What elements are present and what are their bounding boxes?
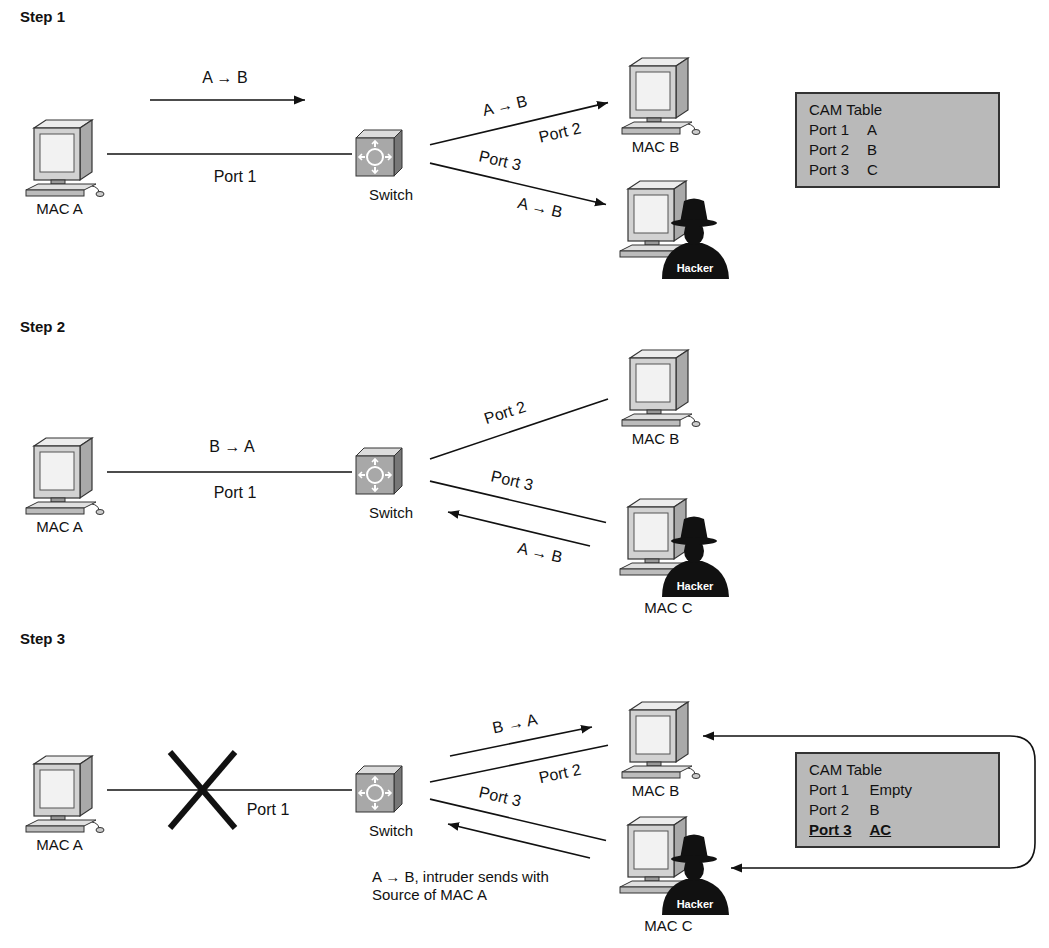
- switch-label: Switch: [369, 822, 413, 840]
- frame-label: B → A: [489, 710, 541, 738]
- table-port: Port 1: [809, 780, 852, 800]
- table-port: Port 1: [809, 120, 849, 140]
- step-heading: Step 1: [18, 8, 67, 26]
- mac-label: MAC B: [632, 782, 680, 800]
- hacker-computer: HackerMAC C: [606, 493, 731, 619]
- step-heading: Step 2: [18, 318, 67, 336]
- switch-icon: [352, 444, 404, 496]
- port-link: [703, 736, 1035, 868]
- hacker-computer: Hacker: [606, 175, 731, 283]
- port-label: Port 1: [212, 168, 259, 186]
- computer: MAC A: [12, 750, 107, 858]
- switch-icon: [352, 762, 404, 814]
- computer: MAC B: [608, 344, 703, 452]
- switch: Switch: [352, 126, 430, 208]
- port-link: [107, 153, 352, 155]
- computer-icon: [608, 52, 703, 136]
- computer-icon: [12, 432, 107, 516]
- computer: MAC A: [12, 114, 107, 222]
- table-port: Port 2: [809, 140, 849, 160]
- hacker-computer: HackerMAC C: [606, 811, 731, 937]
- table-port: Port 3: [809, 820, 852, 840]
- table-mac: B: [867, 140, 986, 160]
- computer-icon: [12, 750, 107, 834]
- cam-table: CAM TablePort 1 EmptyPort 2 B Port 3 AC: [795, 752, 1000, 848]
- frame-arrow: [448, 824, 590, 858]
- mac-label: MAC A: [36, 200, 83, 218]
- mac-label: MAC B: [632, 430, 680, 448]
- frame-label: A → B: [200, 69, 249, 87]
- switch-label: Switch: [369, 186, 413, 204]
- port-link: [107, 789, 352, 791]
- table-mac: AC: [870, 820, 986, 840]
- table-mac: C: [867, 160, 986, 180]
- computer-icon: [608, 344, 703, 428]
- step-heading: Step 3: [18, 630, 67, 648]
- computer-icon: [608, 696, 703, 780]
- computer-icon: [12, 114, 107, 198]
- port-label: Port 1: [212, 484, 259, 502]
- port-label: Port 3: [487, 467, 537, 495]
- hacker-badge: Hacker: [664, 579, 726, 593]
- table-mac: B: [870, 800, 986, 820]
- port-label: Port 2: [535, 119, 585, 147]
- switch-icon: [352, 126, 404, 178]
- table-title: CAM Table: [809, 760, 986, 780]
- table-title: CAM Table: [809, 100, 986, 120]
- port-label: Port 2: [480, 397, 530, 429]
- mac-label: MAC C: [644, 917, 692, 935]
- table-port: Port 3: [809, 160, 849, 180]
- mac-label: MAC A: [36, 836, 83, 854]
- frame-label: A → B: [479, 92, 531, 121]
- table-mac: Empty: [870, 780, 986, 800]
- switch-label: Switch: [369, 504, 413, 522]
- mac-label: MAC A: [36, 518, 83, 536]
- table-grid: Port 1 A Port 2 B Port 3 C: [809, 120, 986, 180]
- computer: MAC B: [608, 52, 703, 160]
- computer: MAC A: [12, 432, 107, 540]
- frame-arrow: [150, 99, 305, 101]
- switch: Switch: [352, 762, 430, 844]
- hacker-badge: Hacker: [664, 897, 726, 911]
- port-link: [107, 471, 352, 473]
- table-mac: A: [867, 120, 986, 140]
- frame-label: A → B: [514, 194, 566, 223]
- port-label: Port 3: [475, 783, 525, 811]
- frame-label: A → B: [514, 539, 566, 568]
- mac-label: MAC C: [644, 599, 692, 617]
- port-label: Port 2: [535, 760, 584, 787]
- port-label: Port 3: [475, 147, 525, 175]
- port-label: Port 1: [245, 801, 292, 819]
- table-port: Port 2: [809, 800, 852, 820]
- table-grid: Port 1 EmptyPort 2 B Port 3 AC: [809, 780, 986, 840]
- switch: Switch: [352, 444, 430, 526]
- computer: MAC B: [608, 696, 703, 804]
- hacker-badge: Hacker: [664, 261, 726, 275]
- mac-label: MAC B: [632, 138, 680, 156]
- note-text: A → B, intruder sends with Source of MAC…: [370, 868, 574, 904]
- frame-label: B → A: [207, 438, 256, 456]
- cam-table: CAM TablePort 1 A Port 2 B Port 3 C: [795, 92, 1000, 188]
